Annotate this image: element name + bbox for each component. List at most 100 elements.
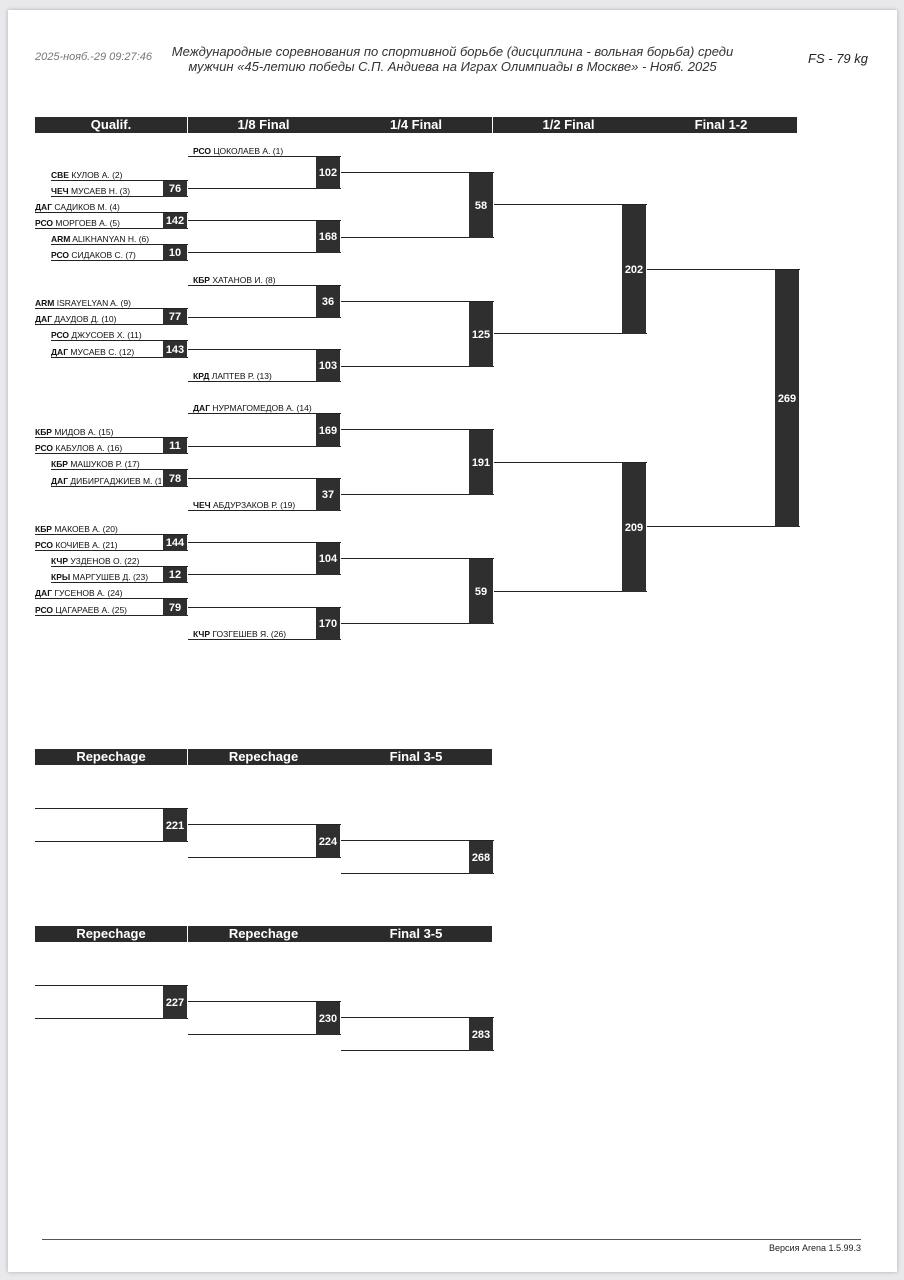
team-code: СВЕ bbox=[51, 170, 69, 180]
bracket-line bbox=[341, 1017, 494, 1019]
bracket-line bbox=[647, 269, 800, 271]
bracket-line bbox=[188, 1001, 341, 1003]
competitor-name: КЧР ГОЗГЕШЕВ Я. (26) bbox=[193, 629, 286, 640]
print-timestamp: 2025-нояб.-29 09:27:46 bbox=[35, 51, 152, 63]
athlete-name: ДИБИРГАДЖИЕВ М. (18) bbox=[70, 476, 161, 486]
bracket-line bbox=[188, 857, 341, 859]
competitor-name: КРД ЛАПТЕВ Р. (13) bbox=[193, 371, 272, 382]
bracket-line bbox=[51, 244, 188, 246]
bout-number: 230 bbox=[316, 1002, 340, 1035]
competitor-name: ЧЕЧ АБДУРЗАКОВ Р. (19) bbox=[193, 500, 295, 511]
bout-number: 37 bbox=[316, 479, 340, 511]
bracket-line bbox=[51, 566, 188, 568]
athlete-name: АБДУРЗАКОВ Р. (19) bbox=[213, 500, 296, 510]
bout-number: 10 bbox=[163, 245, 187, 261]
team-code: ДАГ bbox=[35, 202, 53, 212]
bout-number: 143 bbox=[163, 341, 187, 358]
bracket-line bbox=[341, 429, 494, 431]
column-header: 1/4 Final bbox=[340, 117, 493, 133]
competitor-name: РСО ЦОКОЛАЕВ А. (1) bbox=[193, 146, 283, 157]
bracket-line bbox=[188, 349, 341, 351]
team-code: КБР bbox=[35, 524, 52, 534]
bracket-line bbox=[35, 985, 188, 987]
bout-number: 168 bbox=[316, 221, 340, 253]
bout-number: 221 bbox=[163, 809, 187, 842]
bracket-line bbox=[341, 494, 494, 496]
bout-number: 11 bbox=[163, 438, 187, 454]
bout-number: 58 bbox=[469, 173, 493, 238]
bracket-line bbox=[188, 446, 341, 448]
competitor-name: КБР МАШУКОВ Р. (17) bbox=[51, 459, 140, 470]
bracket-line bbox=[188, 510, 341, 512]
competitor-name: СВЕ КУЛОВ А. (2) bbox=[51, 170, 123, 181]
athlete-name: КУЛОВ А. (2) bbox=[71, 170, 123, 180]
athlete-name: ЦОКОЛАЕВ А. (1) bbox=[213, 146, 284, 156]
column-header: Repechage bbox=[187, 926, 341, 942]
event-title-line-1: Международные соревнования по спортивной… bbox=[171, 44, 734, 59]
bracket-line bbox=[188, 478, 341, 480]
bracket-line bbox=[188, 574, 341, 576]
bracket-line bbox=[494, 462, 647, 464]
bout-number: 104 bbox=[316, 543, 340, 575]
bracket-line bbox=[35, 324, 188, 326]
competitor-name: РСО МОРГОЕВ А. (5) bbox=[35, 218, 120, 229]
bracket-line bbox=[51, 357, 188, 359]
competitor-name: ДАГ МУСАЕВ С. (12) bbox=[51, 347, 134, 358]
competitor-name: РСО ЦАГАРАЕВ А. (25) bbox=[35, 605, 127, 616]
athlete-name: ДАУДОВ Д. (10) bbox=[54, 314, 117, 324]
competitor-name: РСО СИДАКОВ С. (7) bbox=[51, 250, 136, 261]
competitor-name: КБР МИДОВ А. (15) bbox=[35, 427, 113, 438]
column-header: Final 3-5 bbox=[340, 926, 493, 942]
bracket-line bbox=[35, 615, 188, 617]
bracket-line bbox=[341, 1050, 494, 1052]
weight-category: FS - 79 kg bbox=[808, 51, 868, 66]
competitor-name: ARM ALIKHANYAN H. (6) bbox=[51, 234, 149, 245]
competitor-name: ДАГ ГУСЕНОВ А. (24) bbox=[35, 588, 123, 599]
bracket-line bbox=[35, 534, 188, 536]
competitor-name: КБР ХАТАНОВ И. (8) bbox=[193, 275, 276, 286]
bout-number: 224 bbox=[316, 825, 340, 858]
bracket-line bbox=[494, 204, 647, 206]
athlete-name: МАКОЕВ А. (20) bbox=[54, 524, 118, 534]
team-code: КРЫ bbox=[51, 572, 71, 582]
team-code: ДАГ bbox=[35, 588, 53, 598]
competitor-name: ДАГ САДИКОВ М. (4) bbox=[35, 202, 120, 213]
competitor-name: РСО ДЖУСОЕВ Х. (11) bbox=[51, 330, 142, 341]
bracket-line bbox=[341, 366, 494, 368]
team-code: ЧЕЧ bbox=[193, 500, 211, 510]
athlete-name: ISRAYELYAN A. (9) bbox=[56, 298, 131, 308]
bout-number: 79 bbox=[163, 599, 187, 616]
bracket-line bbox=[188, 413, 341, 415]
bout-number: 36 bbox=[316, 286, 340, 318]
bracket-line bbox=[188, 1034, 341, 1036]
column-header: Repechage bbox=[187, 749, 341, 765]
bracket-line bbox=[51, 180, 188, 182]
competitor-name: КЧР УЗДЕНОВ О. (22) bbox=[51, 556, 139, 567]
competitor-name: ARM ISRAYELYAN A. (9) bbox=[35, 298, 131, 309]
bracket-line bbox=[341, 558, 494, 560]
bout-number: 202 bbox=[622, 205, 646, 334]
team-code: ДАГ bbox=[35, 314, 53, 324]
team-code: ARM bbox=[35, 298, 55, 308]
athlete-name: ХАТАНОВ И. (8) bbox=[212, 275, 276, 285]
event-title: Международные соревнования по спортивной… bbox=[160, 44, 745, 74]
team-code: РСО bbox=[51, 330, 69, 340]
competitor-name: ДАГ ДИБИРГАДЖИЕВ М. (18) bbox=[51, 476, 161, 487]
bracket-line bbox=[35, 550, 188, 552]
team-code: КЧР bbox=[193, 629, 211, 639]
software-version: Версия Arena 1.5.99.3 bbox=[769, 1243, 861, 1253]
bracket-line bbox=[188, 188, 341, 190]
team-code: РСО bbox=[193, 146, 211, 156]
bracket-sheet bbox=[8, 10, 897, 1272]
bout-number: 103 bbox=[316, 350, 340, 382]
team-code: КБР bbox=[35, 427, 52, 437]
bracket-line bbox=[35, 1018, 188, 1020]
competitor-name: ДАГ НУРМАГОМЕДОВ А. (14) bbox=[193, 403, 312, 414]
bracket-line bbox=[51, 340, 188, 342]
column-header: Final 3-5 bbox=[340, 749, 493, 765]
competitor-name: КРЫ МАРГУШЕВ Д. (23) bbox=[51, 572, 148, 583]
team-code: ДАГ bbox=[51, 347, 69, 357]
bout-number: 78 bbox=[163, 470, 187, 487]
bout-number: 144 bbox=[163, 535, 187, 551]
bout-number: 142 bbox=[163, 213, 187, 229]
